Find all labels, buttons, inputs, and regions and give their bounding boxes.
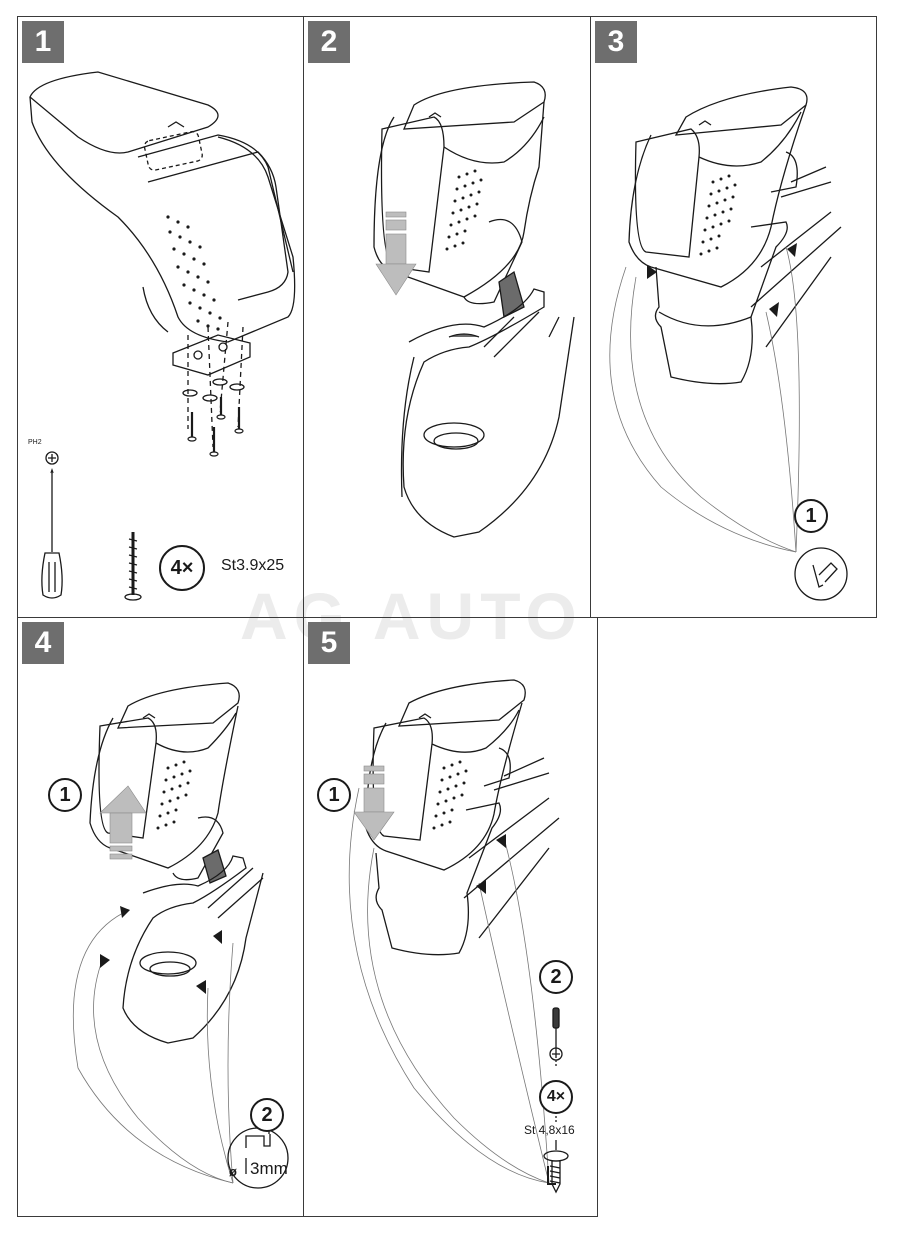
- release-button: [428, 112, 442, 118]
- callout-2: 2: [539, 960, 573, 994]
- step-4-badge: 4: [22, 622, 64, 664]
- perforation-dots: [432, 760, 468, 830]
- center-console: [122, 855, 264, 1044]
- down-arrow-icon: [353, 765, 395, 841]
- callout-1: 1: [317, 778, 351, 812]
- step-4-panel: 4: [17, 617, 304, 1217]
- callout-1: 1: [794, 499, 828, 533]
- step-2-panel: 2: [303, 16, 591, 618]
- perforation-dots: [166, 215, 222, 331]
- release-button: [167, 121, 185, 128]
- armrest-lid: [116, 682, 240, 729]
- up-arrow-icon: [99, 785, 147, 860]
- armrest-exploded-illustration: [29, 71, 296, 601]
- arrowheads: [100, 906, 222, 994]
- cup-holder: [139, 951, 197, 975]
- washer: [229, 383, 245, 391]
- step-1-badge: 1: [22, 21, 64, 63]
- armrest-lid: [402, 81, 546, 130]
- armrest-body: [29, 96, 296, 343]
- step-5-badge: 5: [308, 622, 350, 664]
- front-panel: [634, 128, 700, 258]
- mounting-bracket: [172, 334, 251, 376]
- center-console: [402, 288, 575, 538]
- washer: [212, 378, 228, 386]
- armrest-seated-illustration: [609, 86, 848, 601]
- step-1-panel: 1: [17, 16, 304, 618]
- washer: [202, 394, 218, 402]
- hand-apply-icon: [812, 562, 838, 588]
- screw-count-badge: 4×: [159, 545, 205, 591]
- armrest-secure-illustration: [348, 679, 569, 1194]
- cup-holder: [423, 422, 485, 448]
- step-3-badge: 3: [595, 21, 637, 63]
- screw-icon: [124, 532, 142, 601]
- gear-boot: [498, 270, 525, 318]
- screw-spec: St3.9x25: [221, 557, 285, 574]
- front-panel: [147, 151, 289, 301]
- watermark: AG AUTO: [240, 579, 583, 653]
- screwdriver-icon: [552, 1007, 560, 1029]
- washer: [182, 389, 198, 397]
- arrowheads: [476, 834, 506, 894]
- step-5-panel: 5: [303, 617, 598, 1217]
- screw-spec: St 4,8x16: [524, 1123, 575, 1137]
- storage-lid: [143, 130, 203, 171]
- drill-detail-circle: [227, 1127, 289, 1189]
- perforation-dots: [156, 760, 192, 830]
- armrest-lowering-illustration: [373, 81, 575, 538]
- callout-1: 1: [48, 778, 82, 812]
- callout-2: 2: [250, 1098, 284, 1132]
- tool-label: PH2: [28, 439, 42, 446]
- perforation-dots: [699, 174, 737, 256]
- ph2-head-icon: [45, 451, 59, 465]
- screw-count-badge: 4×: [539, 1080, 573, 1114]
- drill-size: 3mm: [250, 1159, 288, 1178]
- screw-leader-line: [547, 1166, 556, 1185]
- down-arrow-icon: [375, 211, 417, 296]
- hand-apply-circle: [794, 547, 848, 601]
- armrest-lid: [29, 71, 219, 154]
- arrowheads: [647, 243, 797, 317]
- armrest-lid: [397, 679, 526, 727]
- perforation-dots: [445, 169, 483, 251]
- step-2-badge: 2: [308, 21, 350, 63]
- armrest-lid: [674, 86, 808, 136]
- release-button: [142, 713, 156, 719]
- front-panel: [98, 717, 157, 839]
- gear-boot: [202, 849, 227, 884]
- screwdriver-icon: [41, 467, 63, 599]
- drill-diameter-symbol: ø: [229, 1164, 237, 1179]
- drill-bit-icon: [245, 1134, 271, 1148]
- step-3-panel: 3: [590, 16, 877, 618]
- screw-icon: [543, 1150, 569, 1194]
- screws: [187, 397, 244, 457]
- release-button: [698, 120, 712, 126]
- release-button: [418, 713, 432, 719]
